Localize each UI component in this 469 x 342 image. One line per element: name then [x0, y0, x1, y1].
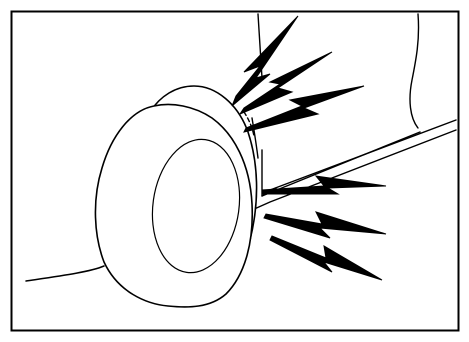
illustration-frame [0, 0, 469, 342]
tire-noise-illustration [0, 0, 469, 342]
